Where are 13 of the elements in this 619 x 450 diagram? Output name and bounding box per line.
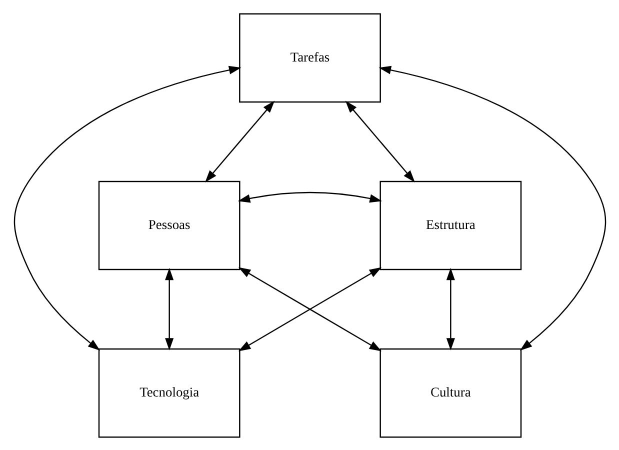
arrow xyxy=(13,65,241,350)
node-box: Pessoas xyxy=(98,180,240,270)
arrow xyxy=(237,191,382,202)
arrow xyxy=(446,267,454,350)
arrow xyxy=(164,267,174,350)
arrow xyxy=(378,65,606,350)
node-box: Estrutura xyxy=(379,180,522,270)
node-box: Tecnologia xyxy=(98,348,240,438)
node-box: Cultura xyxy=(379,348,522,438)
arrow xyxy=(344,100,414,182)
arrow xyxy=(204,100,274,182)
arrow xyxy=(238,266,382,351)
node-box: Tarefas xyxy=(238,12,380,102)
